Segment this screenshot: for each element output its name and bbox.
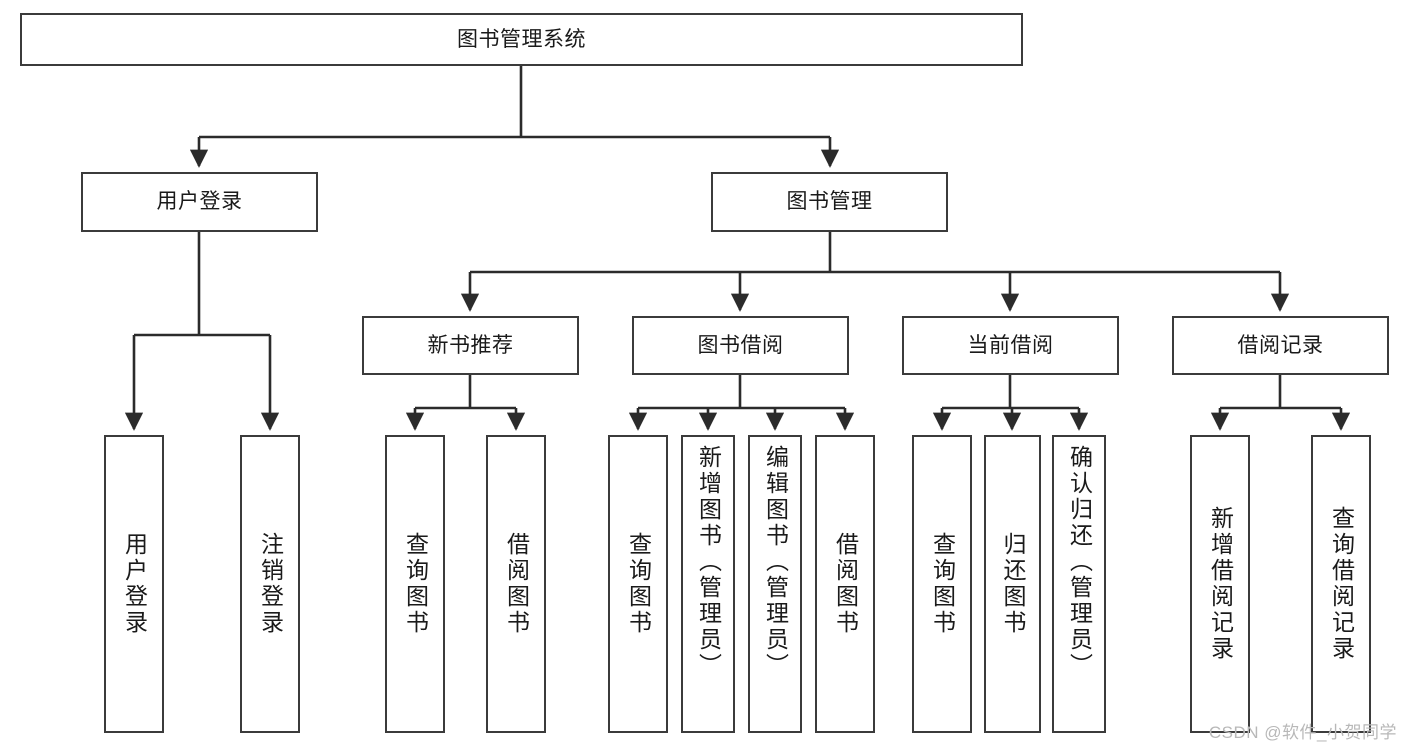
node-leaf-cur-query-label: 查询图书 [929,532,956,636]
node-leaf-rec-borrow[interactable]: 借阅图书 [486,435,546,733]
node-borrow-record-label: 借阅记录 [1237,333,1324,357]
node-leaf-rec-query-label: 查询图书 [402,532,429,636]
node-leaf-rec-query[interactable]: 查询图书 [385,435,445,733]
node-root-label: 图书管理系统 [457,27,586,51]
node-leaf-borrow-query-label: 查询图书 [625,532,652,636]
node-leaf-borrow-edit[interactable]: 编辑图书（管理员） [748,435,802,733]
node-user-login[interactable]: 用户登录 [81,172,318,232]
node-leaf-borrow-add-label: 新增图书（管理员） [695,445,722,679]
node-leaf-borrow-edit-label: 编辑图书（管理员） [762,445,789,679]
node-leaf-user-login-label: 用户登录 [121,532,148,636]
node-leaf-user-logout-label: 注销登录 [257,532,284,636]
node-user-login-label: 用户登录 [156,190,243,214]
node-leaf-borrow-take-label: 借阅图书 [832,532,859,636]
node-leaf-cur-return[interactable]: 归还图书 [984,435,1041,733]
node-leaf-cur-confirm[interactable]: 确认归还（管理员） [1052,435,1106,733]
node-book-manage-label: 图书管理 [786,190,873,214]
node-new-book-rec[interactable]: 新书推荐 [362,316,579,375]
node-leaf-rec-query2-label: 查询借阅记录 [1328,506,1355,662]
node-book-borrow[interactable]: 图书借阅 [632,316,849,375]
node-leaf-rec-query2[interactable]: 查询借阅记录 [1311,435,1371,733]
node-leaf-borrow-query[interactable]: 查询图书 [608,435,668,733]
node-leaf-rec-add-label: 新增借阅记录 [1207,506,1234,662]
node-leaf-user-logout[interactable]: 注销登录 [240,435,300,733]
node-current-borrow-label: 当前借阅 [967,333,1054,357]
node-leaf-rec-add[interactable]: 新增借阅记录 [1190,435,1250,733]
node-leaf-rec-borrow-label: 借阅图书 [503,532,530,636]
node-book-manage[interactable]: 图书管理 [711,172,948,232]
node-leaf-cur-query[interactable]: 查询图书 [912,435,972,733]
node-leaf-cur-confirm-label: 确认归还（管理员） [1066,445,1093,679]
node-leaf-borrow-add[interactable]: 新增图书（管理员） [681,435,735,733]
node-current-borrow[interactable]: 当前借阅 [902,316,1119,375]
node-book-borrow-label: 图书借阅 [697,333,784,357]
node-borrow-record[interactable]: 借阅记录 [1172,316,1389,375]
node-leaf-borrow-take[interactable]: 借阅图书 [815,435,875,733]
watermark-credit: CSDN @软件_小贺同学 [1208,723,1397,742]
node-leaf-user-login[interactable]: 用户登录 [104,435,164,733]
node-new-book-rec-label: 新书推荐 [427,333,514,357]
node-leaf-cur-return-label: 归还图书 [1000,532,1026,636]
node-root[interactable]: 图书管理系统 [20,13,1023,66]
